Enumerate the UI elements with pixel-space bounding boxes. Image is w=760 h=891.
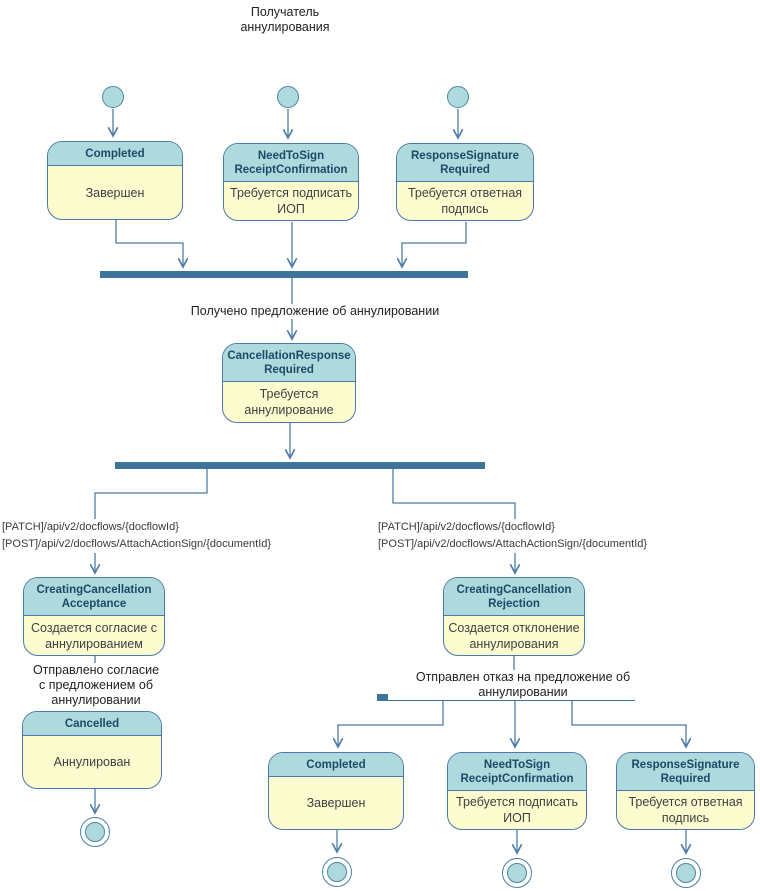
edge-label-sent-acceptance: Отправлено согласие с предложением об ан… [0, 663, 192, 708]
edge-responsesignature-top-to-join [396, 222, 467, 269]
state-desc: Создается согласие с аннулированием [31, 620, 157, 651]
state-name: Completed [269, 753, 403, 777]
state-name: Cancelled [23, 712, 161, 736]
final-node-inner [507, 863, 527, 883]
final-node-responsesignature [671, 858, 701, 888]
final-node-needtosign [502, 858, 532, 888]
edge-label-accept-api: [PATCH]/api/v2/docflows/{docflowId} [POS… [2, 519, 302, 553]
initial-node-2 [277, 86, 299, 108]
state-needtosign-bottom: NeedToSign ReceiptConfirmation Требуется… [447, 752, 587, 830]
state-name: ResponseSignature Required [617, 753, 754, 791]
state-name: CreatingCancellation Acceptance [24, 578, 164, 616]
state-desc: Требуется подписать ИОП [456, 795, 578, 825]
edge-label-reject-api: [PATCH]/api/v2/docflows/{docflowId} [POS… [378, 519, 678, 553]
final-node-inner [327, 862, 347, 882]
diagram-title: Получатель аннулирования [240, 5, 330, 34]
state-name: Completed [48, 142, 182, 166]
state-desc: Требуется ответная подпись [407, 186, 523, 216]
state-desc: Завершен [306, 796, 366, 810]
final-node-completed [322, 857, 352, 887]
state-cancellationresponse: CancellationResponse Required Требуется … [222, 343, 356, 423]
edge-forkbottom-to-responsesignature [571, 701, 692, 749]
state-creating-rejection: CreatingCancellation Rejection Создается… [443, 577, 585, 656]
join-bar-top [100, 271, 468, 278]
state-name: CreatingCancellation Rejection [444, 578, 584, 616]
state-responsesignature-top: ResponseSignature Required Требуется отв… [396, 143, 534, 221]
state-desc: Требуется ответная подпись [628, 795, 743, 825]
initial-node-1 [102, 86, 124, 108]
state-name: ResponseSignature Required [397, 144, 533, 182]
edge-completed-top-to-join [115, 220, 189, 269]
state-responsesignature-bottom: ResponseSignature Required Требуется отв… [616, 752, 755, 830]
edge-forkbottom-to-completed [332, 701, 444, 749]
initial-node-3 [447, 86, 469, 108]
state-desc: Требуется аннулирование [244, 387, 334, 417]
final-node-inner [676, 863, 696, 883]
state-desc: Требуется подписать ИОП [230, 186, 352, 216]
state-name: CancellationResponse Required [223, 344, 355, 382]
edge-label-received-proposal: Получено предложение об аннулировании [185, 304, 445, 319]
state-name: NeedToSign ReceiptConfirmation [448, 753, 586, 791]
state-cancelled: Cancelled Аннулирован [22, 711, 162, 789]
final-node-inner [85, 822, 105, 842]
edge-label-sent-rejection: Отправлен отказ на предложение об аннули… [388, 670, 658, 700]
state-desc: Завершен [85, 185, 145, 200]
fork-bar-middle [115, 462, 485, 469]
final-node-cancelled [80, 817, 110, 847]
state-needtosign-top: NeedToSign ReceiptConfirmation Требуется… [223, 143, 359, 221]
state-desc: Аннулирован [53, 755, 131, 769]
state-desc: Создается отклонение аннулирования [448, 620, 580, 651]
state-name: NeedToSign ReceiptConfirmation [224, 144, 358, 182]
state-completed-top: Completed Завершен [47, 141, 183, 220]
state-completed-bottom: Completed Завершен [268, 752, 404, 830]
state-creating-acceptance: CreatingCancellation Acceptance Создаетс… [23, 577, 165, 656]
